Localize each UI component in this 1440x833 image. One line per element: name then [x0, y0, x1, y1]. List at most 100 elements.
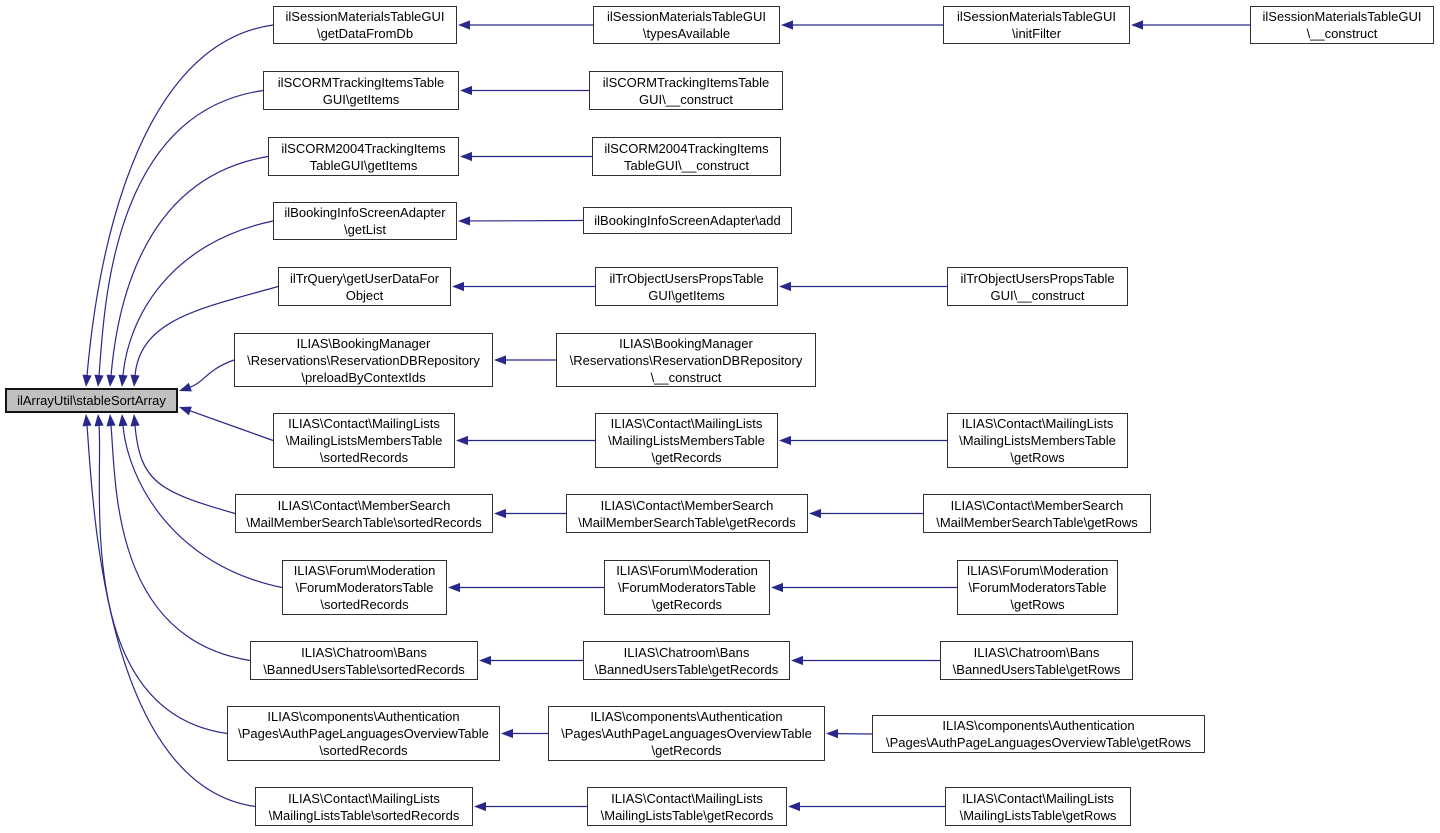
caller-node-n4a[interactable]: ilBookingInfoScreenAdapter\getList	[273, 202, 457, 240]
node-label-line: ILIAS\Contact\MemberSearch	[600, 497, 774, 513]
call-edge-n2a-to-focus	[98, 89, 264, 377]
node-label-line: ilTrObjectUsersPropsTable	[609, 270, 764, 286]
node-label-line: TableGUI\__construct	[623, 157, 749, 173]
node-label-line: ilTrQuery\getUserDataFor	[289, 270, 440, 286]
arrowhead-icon	[130, 374, 140, 387]
node-label-line: \BannedUsersTable\getRows	[952, 661, 1121, 677]
node-label-line: \Pages\AuthPageLanguagesOverviewTable	[238, 726, 489, 741]
caller-node-n1d[interactable]: ilSessionMaterialsTableGUI\__construct	[1250, 6, 1434, 44]
arrowhead-icon	[460, 151, 472, 162]
node-label-line: \sortedRecords	[320, 597, 409, 612]
node-label-line: \preloadByContextIds	[301, 369, 426, 385]
caller-node-n6b[interactable]: ILIAS\BookingManager\Reservations\Reserv…	[556, 333, 816, 387]
caller-node-n12c[interactable]: ILIAS\Contact\MailingLists\MailingListsT…	[945, 787, 1131, 826]
arrowhead-icon	[448, 582, 460, 593]
caller-node-n1b[interactable]: ilSessionMaterialsTableGUI\typesAvailabl…	[593, 6, 780, 44]
node-label-line: ilBookingInfoScreenAdapter	[284, 205, 446, 220]
node-label-line: \getRows	[1010, 450, 1065, 465]
node-label-line: \__construct	[1306, 26, 1378, 41]
call-edge-n6a-to-focus	[189, 359, 235, 388]
call-edge-n4a-to-focus	[122, 220, 274, 377]
node-label-line: ILIAS\Forum\Moderation	[616, 563, 758, 578]
arrowhead-icon	[458, 216, 471, 226]
node-label-line: ILIAS\Contact\MemberSearch	[277, 497, 451, 513]
caller-node-n1c[interactable]: ilSessionMaterialsTableGUI \initFilter	[943, 6, 1130, 44]
arrowhead-icon	[94, 414, 104, 427]
caller-node-n11a[interactable]: ILIAS\components\Authentication\Pages\Au…	[227, 706, 500, 761]
node-label-line: ILIAS\Contact\MailingLists	[611, 790, 763, 806]
node-label-line: GUI\getItems	[648, 287, 725, 303]
arrowhead-icon	[460, 85, 472, 96]
caller-node-n9c[interactable]: ILIAS\Forum\Moderation\ForumModeratorsTa…	[957, 560, 1118, 615]
node-label-line: ILIAS\BookingManager	[296, 335, 431, 351]
node-label-line: ILIAS\Chatroom\Bans	[973, 644, 1100, 660]
node-label-line: \sortedRecords	[319, 743, 408, 758]
node-label-line: GUI\__construct	[990, 287, 1085, 303]
call-edge-n7a-to-focus	[189, 410, 274, 442]
call-edge-n11a-to-focus	[98, 424, 228, 735]
caller-node-n12b[interactable]: ILIAS\Contact\MailingLists\MailingListsT…	[587, 787, 787, 826]
caller-node-n9a[interactable]: ILIAS\Forum\Moderation\ForumModeratorsTa…	[282, 560, 447, 615]
node-label-line: \BannedUsersTable\sortedRecords	[263, 661, 465, 677]
node-label-line: \BannedUsersTable\getRecords	[594, 661, 779, 677]
arrowhead-icon	[106, 374, 116, 387]
focus-node: ilArrayUtil\stableSortArray	[5, 388, 178, 413]
caller-node-n4b[interactable]: ilBookingInfoScreenAdapter\add	[583, 207, 792, 234]
arrowhead-icon	[94, 374, 104, 387]
node-label-line: TableGUI\getItems	[309, 157, 418, 173]
node-label-line: ILIAS\Forum\Moderation	[966, 563, 1109, 578]
caller-node-n11c[interactable]: ILIAS\components\Authentication\Pages\Au…	[872, 715, 1205, 753]
arrowhead-icon	[452, 281, 464, 292]
arrowhead-icon	[788, 801, 800, 812]
node-label-line: \sortedRecords	[319, 450, 409, 465]
caller-node-n12a[interactable]: ILIAS\Contact\MailingLists\MailingListsT…	[255, 787, 473, 826]
node-label-line: ILIAS\Contact\MailingLists	[288, 790, 440, 806]
node-label-line: ILIAS\components\Authentication	[942, 718, 1135, 733]
call-edge-n9a-to-focus	[122, 424, 283, 589]
caller-node-n8b[interactable]: ILIAS\Contact\MemberSearch\MailMemberSea…	[566, 494, 808, 533]
call-edge-n8a-to-focus	[134, 424, 236, 515]
call-edge-n10a-to-focus	[110, 424, 251, 662]
caller-node-n10c[interactable]: ILIAS\Chatroom\Bans\BannedUsersTable\get…	[940, 641, 1133, 680]
caller-node-n1a[interactable]: ilSessionMaterialsTableGUI\getDataFromDb	[273, 6, 457, 44]
node-label-line: ilSessionMaterialsTableGUI	[957, 9, 1116, 24]
caller-node-n6a[interactable]: ILIAS\BookingManager\Reservations\Reserv…	[234, 333, 493, 387]
node-label-line: ILIAS\Contact\MailingLists	[288, 416, 440, 431]
arrowhead-icon	[781, 20, 793, 30]
caller-node-n8a[interactable]: ILIAS\Contact\MemberSearch\MailMemberSea…	[235, 494, 493, 533]
node-label-line: ILIAS\Contact\MailingLists	[961, 416, 1114, 431]
node-label-line: ilSCORMTrackingItemsTable	[277, 74, 445, 90]
caller-node-n9b[interactable]: ILIAS\Forum\Moderation\ForumModeratorsTa…	[604, 560, 770, 615]
caller-node-n8c[interactable]: ILIAS\Contact\MemberSearch\MailMemberSea…	[923, 494, 1151, 533]
node-label-line: ilSCORM2004TrackingItems	[281, 140, 446, 156]
node-label-line: ilArrayUtil\stableSortArray	[17, 393, 166, 408]
node-label-line: ilTrObjectUsersPropsTable	[960, 270, 1115, 286]
node-label-line: ILIAS\Chatroom\Bans	[301, 644, 427, 660]
node-label-line: ILIAS\Contact\MemberSearch	[950, 497, 1124, 513]
node-label-line: \MailingListsMembersTable	[608, 433, 765, 448]
caller-node-n7a[interactable]: ILIAS\Contact\MailingLists\MailingListsM…	[273, 413, 455, 468]
node-label-line: \initFilter	[1011, 26, 1062, 41]
caller-node-n11b[interactable]: ILIAS\components\Authentication\Pages\Au…	[548, 706, 825, 761]
node-label-line: \MailingListsTable\getRows	[959, 807, 1117, 823]
arrowhead-icon	[179, 406, 192, 416]
call-edge-n3a-to-focus	[110, 155, 269, 377]
node-label-line: ilSCORM2004TrackingItems	[604, 140, 769, 156]
caller-node-n7c[interactable]: ILIAS\Contact\MailingLists\MailingListsM…	[947, 413, 1128, 468]
arrowhead-icon	[106, 414, 116, 427]
call-edge-n1a-to-focus	[86, 24, 274, 377]
arrowhead-icon	[458, 20, 470, 30]
caller-node-n10a[interactable]: ILIAS\Chatroom\Bans\BannedUsersTable\sor…	[250, 641, 478, 680]
caller-node-n7b[interactable]: ILIAS\Contact\MailingLists\MailingListsM…	[595, 413, 778, 468]
node-label-line: \Reservations\ReservationDBRepository	[569, 352, 803, 368]
node-label-line: \getRows	[1010, 597, 1065, 612]
caller-node-n10b[interactable]: ILIAS\Chatroom\Bans\BannedUsersTable\get…	[583, 641, 790, 680]
